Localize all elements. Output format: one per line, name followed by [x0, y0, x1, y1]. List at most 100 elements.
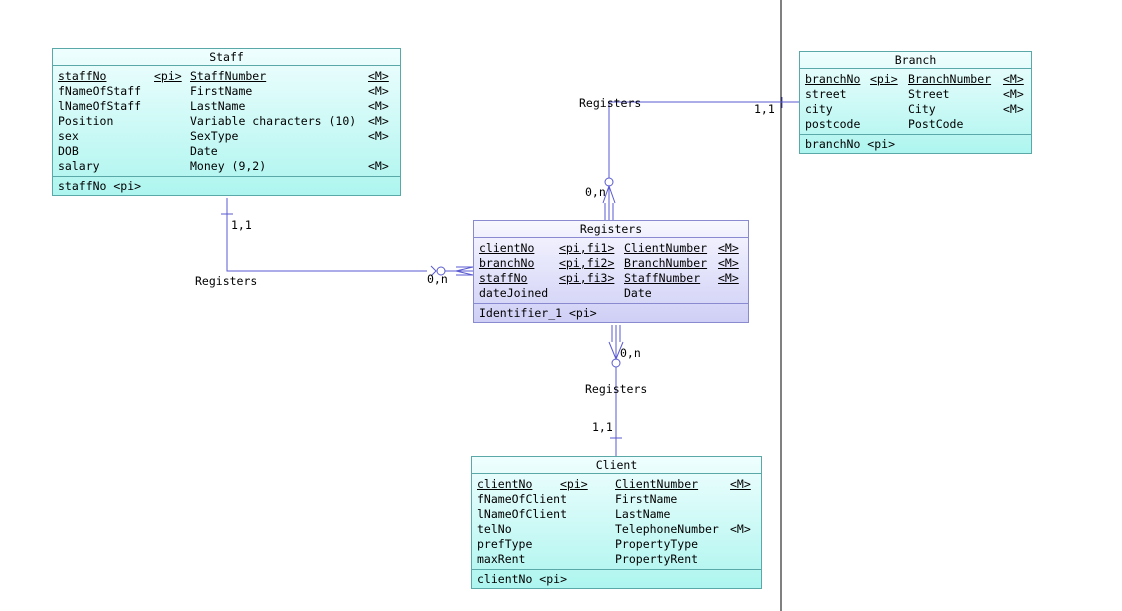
attribute-mandatory: <M>	[368, 129, 389, 143]
attribute-domain: StaffNumber	[624, 271, 701, 285]
attribute-name: dateJoined	[479, 286, 549, 300]
attribute-domain: Date	[624, 286, 652, 300]
entity-title: Client	[472, 457, 761, 474]
client-registers-link[interactable]	[608, 325, 624, 456]
entity-title: Staff	[53, 49, 400, 66]
attribute-domain: ClientNumber	[615, 477, 699, 491]
attribute-domain: Street	[908, 87, 950, 101]
attribute-row[interactable]: salary Money (9,2) <M>	[53, 159, 400, 174]
attribute-name: street	[805, 87, 847, 101]
attribute-mandatory: <M>	[368, 159, 389, 173]
registers-association[interactable]: Registers clientNo<pi,fi1>ClientNumber<M…	[473, 220, 749, 323]
attribute-name: clientNo	[477, 477, 533, 491]
attribute-row[interactable]: lNameOfClient LastName	[472, 507, 761, 522]
attribute-mandatory: <M>	[730, 522, 751, 536]
attribute-row[interactable]: maxRent PropertyRent	[472, 552, 761, 567]
staff-registers-link[interactable]	[221, 198, 474, 277]
attribute-mandatory: <M>	[730, 477, 751, 491]
attribute-name: lNameOfClient	[477, 507, 568, 521]
branch-registers-link[interactable]	[602, 97, 799, 220]
attribute-mandatory: <M>	[718, 241, 739, 255]
attribute-domain: Date	[190, 144, 218, 158]
attribute-name: maxRent	[477, 552, 526, 566]
attribute-row[interactable]: dateJoined Date	[474, 286, 748, 301]
attribute-name: staffNo	[58, 69, 107, 83]
attribute-mandatory: <M>	[368, 99, 389, 113]
attribute-list: clientNo <pi,fi1> ClientNumber <M> branchNo <…	[474, 238, 748, 304]
attribute-row[interactable]: fNameOfStaff FirstName <M>	[53, 84, 400, 99]
attribute-row[interactable]: sex SexType <M>	[53, 129, 400, 144]
attribute-domain: Money (9,2)	[190, 159, 267, 173]
staff-entity[interactable]: Staff staffNo<pi>StaffNumber<M>fNameOfSt…	[52, 48, 401, 196]
attribute-key: <pi,fi1>	[559, 241, 615, 255]
attribute-row[interactable]: DOB Date	[53, 144, 400, 159]
attribute-mandatory: <M>	[1003, 72, 1024, 86]
staff-card-one: 1,1	[231, 218, 252, 232]
attribute-name: Position	[58, 114, 114, 128]
attribute-row[interactable]: prefType PropertyType	[472, 537, 761, 552]
branch-card-one: 1,1	[754, 102, 775, 116]
attribute-name: city	[805, 102, 833, 116]
attribute-mandatory: <M>	[718, 256, 739, 270]
attribute-name: DOB	[58, 144, 79, 158]
attribute-domain: ClientNumber	[624, 241, 708, 255]
attribute-mandatory: <M>	[1003, 87, 1024, 101]
attribute-domain: TelephoneNumber	[615, 522, 719, 536]
attribute-domain: LastName	[190, 99, 246, 113]
attribute-domain: PropertyRent	[615, 552, 699, 566]
attribute-name: telNo	[477, 522, 512, 536]
attribute-name: clientNo	[479, 241, 535, 255]
attribute-domain: BranchNumber	[908, 72, 992, 86]
branch-relationship-name: Registers	[579, 96, 642, 110]
attribute-domain: BranchNumber	[624, 256, 708, 270]
attribute-row[interactable]: clientNo <pi,fi1> ClientNumber <M>	[474, 241, 748, 256]
entity-identifier: branchNo <pi>	[805, 137, 896, 151]
attribute-name: sex	[58, 129, 79, 143]
staff-card-many: 0,n	[427, 272, 448, 286]
entity-identifier: clientNo <pi>	[477, 572, 568, 586]
attribute-name: salary	[58, 159, 100, 173]
attribute-mandatory: <M>	[1003, 102, 1024, 116]
attribute-mandatory: <M>	[368, 84, 389, 98]
attribute-name: postcode	[805, 117, 861, 131]
attribute-row[interactable]: branchNo<pi>BranchNumber<M>	[800, 72, 1031, 87]
attribute-key: <pi>	[560, 477, 588, 491]
staff-relationship-name: Registers	[195, 274, 258, 288]
entity-title: Branch	[800, 52, 1031, 69]
attribute-row[interactable]: clientNo <pi> ClientNumber <M>	[472, 477, 761, 492]
attribute-row[interactable]: staffNo<pi>StaffNumber<M>	[53, 69, 400, 84]
attribute-domain: LastName	[615, 507, 671, 521]
client-card-many: 0,n	[620, 346, 641, 360]
attribute-key: <pi,fi3>	[559, 271, 615, 285]
attribute-name: prefType	[477, 537, 533, 551]
client-entity[interactable]: Client clientNo<pi>ClientNumber<M>fNameO…	[471, 456, 762, 589]
client-card-one: 1,1	[592, 420, 613, 434]
attribute-name: branchNo	[479, 256, 535, 270]
attribute-row[interactable]: lNameOfStaff LastName <M>	[53, 99, 400, 114]
attribute-key: <pi>	[154, 69, 182, 83]
attribute-domain: FirstName	[190, 84, 253, 98]
attribute-row[interactable]: telNo TelephoneNumber <M>	[472, 522, 761, 537]
attribute-key: <pi>	[870, 72, 898, 86]
attribute-row[interactable]: street Street <M>	[800, 87, 1031, 102]
client-relationship-name: Registers	[585, 382, 648, 396]
branch-card-many: 0,n	[585, 185, 606, 199]
attribute-name: staffNo	[479, 271, 528, 285]
attribute-domain: SexType	[190, 129, 239, 143]
attribute-domain: PropertyType	[615, 537, 699, 551]
attribute-key: <pi,fi2>	[559, 256, 615, 270]
attribute-domain: Variable characters (10)	[190, 114, 357, 128]
attribute-name: lNameOfStaff	[58, 99, 142, 113]
branch-entity[interactable]: Branch branchNo<pi>BranchNumber<M>street…	[799, 51, 1032, 154]
attribute-row[interactable]: branchNo <pi,fi2> BranchNumber <M>	[474, 256, 748, 271]
attribute-row[interactable]: staffNo<pi,fi3>StaffNumber<M>	[474, 271, 748, 286]
attribute-domain: FirstName	[615, 492, 678, 506]
attribute-name: fNameOfStaff	[58, 84, 142, 98]
